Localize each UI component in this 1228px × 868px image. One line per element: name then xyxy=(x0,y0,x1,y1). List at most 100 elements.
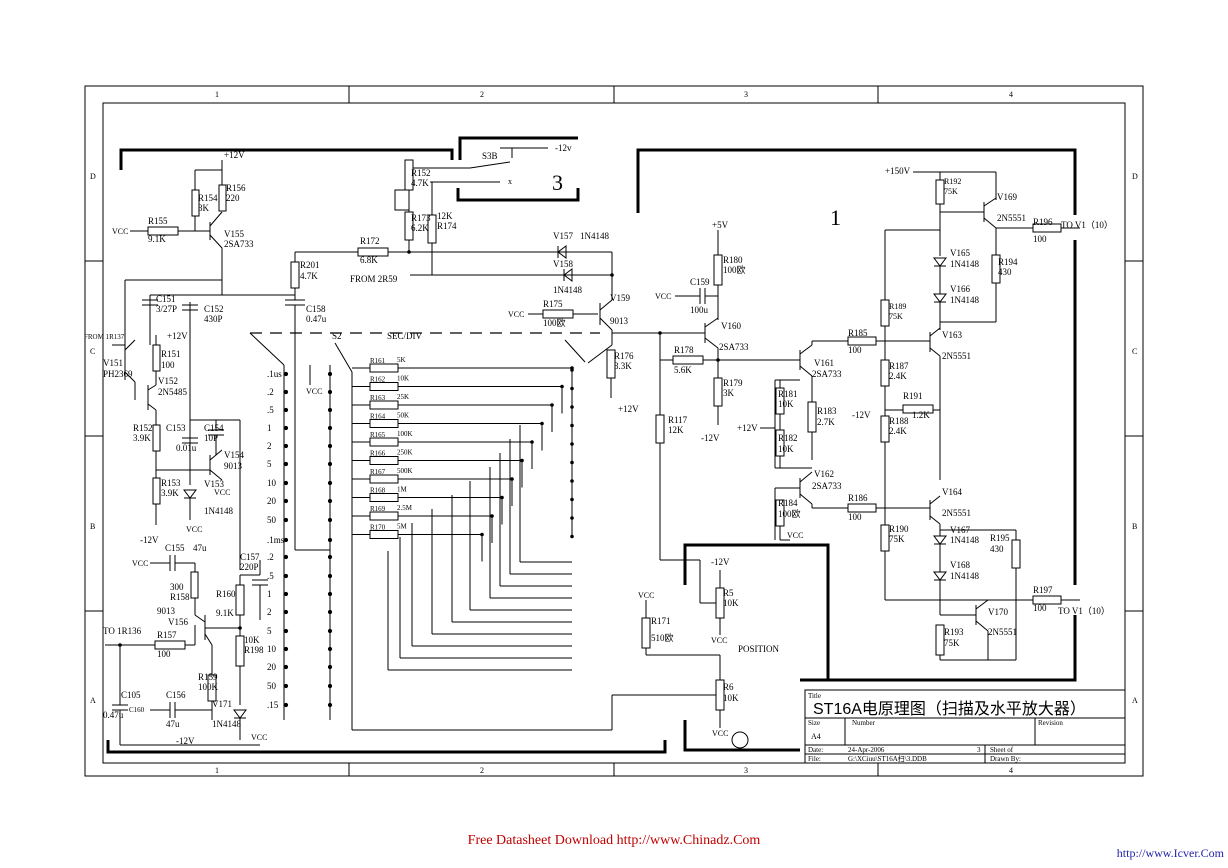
switch-contact xyxy=(283,628,289,634)
footer-download-text: Free Datasheet Download http://www.China… xyxy=(467,833,761,848)
col-marker-4-top: 4 xyxy=(1009,90,1013,99)
col-marker-2-bottom: 2 xyxy=(480,766,484,775)
vcc-c155-label: VCC xyxy=(132,559,148,568)
c155-label: C155 xyxy=(165,543,185,553)
r173-label: R173 xyxy=(411,213,431,223)
size-value: A4 xyxy=(811,732,821,741)
ladder-resistor-value: 100K xyxy=(397,430,413,438)
r180-value: 100欧 xyxy=(723,264,746,275)
switch-contact-dots xyxy=(283,371,333,708)
vcc-r155-label: VCC xyxy=(112,227,128,236)
v157-label: V157 xyxy=(553,231,573,241)
r175-label: R175 xyxy=(543,299,563,309)
v160-label: V160 xyxy=(721,321,741,331)
vcc-r5-label: VCC xyxy=(711,636,727,645)
v162-label: V162 xyxy=(814,469,834,479)
r157-label: R157 xyxy=(157,630,177,640)
timebase-switch-label: .1ms xyxy=(267,535,285,545)
r190-value: 75K xyxy=(889,534,905,544)
p12v-top-label: +12V xyxy=(224,150,245,160)
v167-label: V167 xyxy=(950,525,970,535)
timebase-switch-label: 20 xyxy=(267,662,277,672)
v164-label: V164 xyxy=(942,487,962,497)
ladder-resistor-value: 250K xyxy=(397,449,413,457)
r152a-value: 4.7K xyxy=(411,178,429,188)
ladder-resistor xyxy=(369,400,399,410)
col-marker-1-top: 1 xyxy=(215,90,219,99)
file-caption: File: xyxy=(808,755,821,763)
vcc-switch-label: VCC xyxy=(306,387,322,396)
switch-contact xyxy=(283,554,289,560)
r175-value: 100欧 xyxy=(543,317,566,328)
v158-label: V158 xyxy=(553,259,573,269)
row-marker-d-left: D xyxy=(90,172,96,181)
v169-label: V169 xyxy=(997,192,1017,202)
date-value: 24-Apr-2006 xyxy=(848,746,885,754)
s3b-area xyxy=(295,147,616,398)
ladder-resistor-value: 500K xyxy=(397,467,413,475)
timebase-switch-label: .2 xyxy=(267,552,274,562)
r152-value: 3.9K xyxy=(133,433,151,443)
timebase-switch-label: .2 xyxy=(267,387,274,397)
s2-label: S2 xyxy=(332,331,342,341)
switch-contact xyxy=(570,534,574,539)
r172-value: 6.8K xyxy=(360,255,378,265)
col-marker-3-bottom: 3 xyxy=(744,766,748,775)
r159-label: R159 xyxy=(198,672,218,682)
vcc-c159-label: VCC xyxy=(655,292,671,301)
switch-contact xyxy=(283,537,289,543)
r179-value: 3K xyxy=(723,388,735,398)
drawn-by-caption: Drawn By: xyxy=(990,755,1021,763)
vcc-r6-label: VCC xyxy=(712,729,728,738)
ladder-resistor-ref: R170 xyxy=(370,524,386,532)
v154-type: 9013 xyxy=(224,461,243,471)
r195-value: 430 xyxy=(990,544,1004,554)
ladder-resistor-ref: R163 xyxy=(370,394,386,402)
ladder-resistor xyxy=(369,511,399,521)
switch-contact xyxy=(283,702,289,708)
v152-type: 2N5485 xyxy=(158,387,187,397)
r182-label: R182 xyxy=(778,433,798,443)
vcc-r184-label: VCC xyxy=(787,531,803,540)
timebase-switch-label: 20 xyxy=(267,496,277,506)
timebase-switch-label: 5 xyxy=(267,626,272,636)
col-marker-4-bottom: 4 xyxy=(1009,766,1013,775)
v165-type: 1N4148 xyxy=(950,259,979,269)
p12v-151-label: +12V xyxy=(167,331,188,341)
row-marker-a-right: A xyxy=(1132,696,1138,705)
r191-label: R191 xyxy=(903,391,923,401)
v166-type: 1N4148 xyxy=(950,295,979,305)
row-marker-b-right: B xyxy=(1132,522,1137,531)
footer-url-link[interactable]: http://www.Icver.Com xyxy=(1116,846,1224,860)
col-marker-3-top: 3 xyxy=(744,90,748,99)
timebase-switch-label: 5 xyxy=(267,459,272,469)
ladder-resistor-value: 1M xyxy=(397,486,408,494)
vcc-v154-label: VCC xyxy=(214,488,230,497)
r151-label: R151 xyxy=(161,349,181,359)
v155-label: V155 xyxy=(224,229,244,239)
c158-label: C158 xyxy=(306,304,326,314)
file-value: G:\XCiuu\ST16A扫\3.DDB xyxy=(848,754,927,763)
r194-label: R194 xyxy=(998,257,1018,267)
m12v-bottom-label: -12V xyxy=(176,736,195,746)
r192-label: R192 xyxy=(944,177,961,186)
r172-label: R172 xyxy=(360,236,380,246)
s3b-m12v-label: -12v xyxy=(555,143,572,153)
r156-label: R156 xyxy=(226,183,246,193)
ladder-resistor-ref: R169 xyxy=(370,505,386,513)
c152-label: C152 xyxy=(204,304,224,314)
v155-area xyxy=(124,160,305,550)
r201-label: R201 xyxy=(300,260,320,270)
ladder-resistor-ref: R166 xyxy=(370,450,386,458)
r158-label: R158 xyxy=(170,592,190,602)
timebase-switch-label: 1 xyxy=(267,589,272,599)
v164-type: 2N5551 xyxy=(942,508,971,518)
v158-type: 1N4148 xyxy=(553,285,582,295)
r155-label: R155 xyxy=(148,216,168,226)
c155-value: 47u xyxy=(193,543,207,553)
ladder-resistor-ref: R167 xyxy=(370,468,386,476)
r174-label: R174 xyxy=(437,221,457,231)
m12v-r179-label: -12V xyxy=(701,433,720,443)
timebase-switch-label: .15 xyxy=(267,700,279,710)
